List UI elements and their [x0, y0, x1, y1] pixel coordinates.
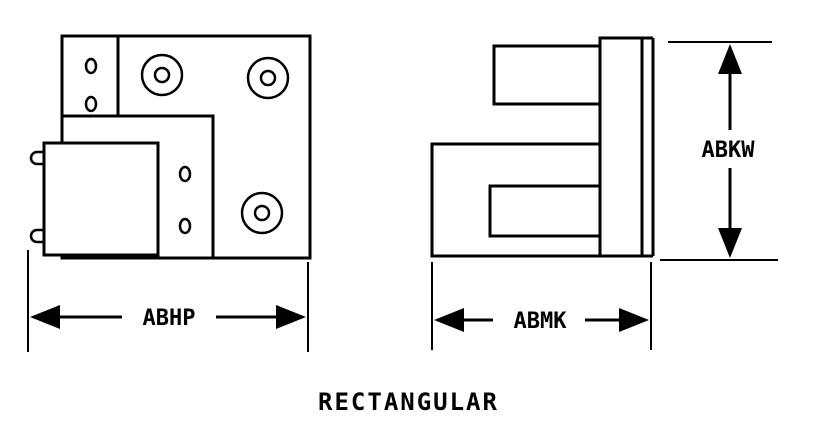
side-upper-slot — [492, 44, 600, 106]
side-mount-plate — [598, 36, 644, 258]
side-lower-body — [430, 142, 600, 258]
diagram-caption: RECTANGULAR — [318, 388, 499, 416]
hole-small — [178, 165, 192, 183]
front-connector-block — [42, 141, 160, 257]
mounting-boss-hole — [259, 69, 277, 87]
mounting-boss-hole — [153, 66, 171, 84]
dimension-label-abhp: ABHP — [143, 306, 196, 331]
hole-small — [178, 217, 192, 235]
side-lower-slot — [488, 184, 602, 238]
front-view — [27, 34, 312, 352]
dimension-label-abkw: ABKW — [702, 138, 756, 163]
mounting-boss — [140, 53, 184, 97]
mounting-boss — [240, 191, 284, 235]
hole-small — [84, 57, 98, 75]
mounting-boss-hole — [253, 204, 271, 222]
terminal-pin — [29, 150, 44, 166]
side-view — [430, 36, 778, 350]
hole-small — [84, 95, 98, 113]
terminal-pin — [29, 228, 44, 244]
mounting-boss — [246, 56, 290, 100]
front-inner-panel — [62, 114, 215, 258]
dimension-label-abmk: ABMK — [514, 309, 568, 334]
